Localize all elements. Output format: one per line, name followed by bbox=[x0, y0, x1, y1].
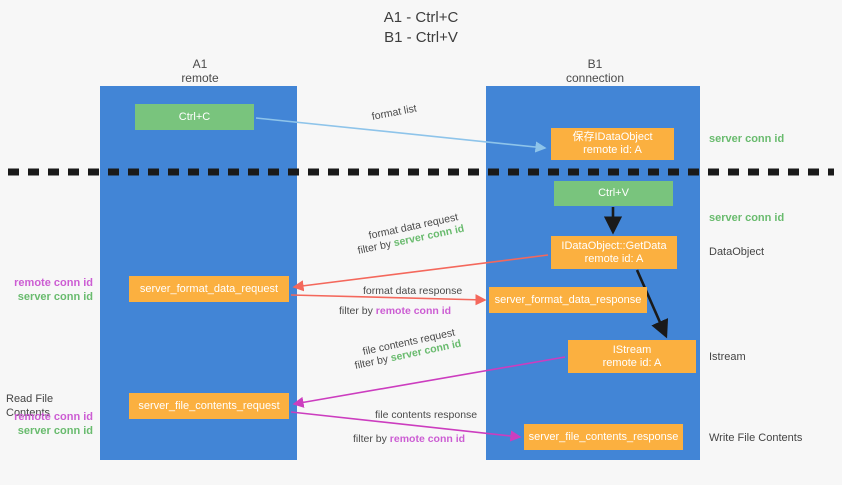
filter-value-4: remote conn id bbox=[389, 433, 466, 445]
label-server-conn-id-lower: server conn id bbox=[17, 425, 93, 437]
lane-title-a1: A1 remote bbox=[110, 57, 290, 85]
box-server-file-contents-response-label: server_file_contents_response bbox=[528, 430, 679, 443]
box-server-format-data-response[interactable]: server_format_data_response bbox=[489, 287, 647, 313]
label-remote-conn-id-upper: remote conn id bbox=[14, 277, 93, 289]
box-server-file-contents-response[interactable]: server_file_contents_response bbox=[524, 424, 683, 450]
label-left-conn-ids-upper: remote conn id server conn id bbox=[8, 276, 93, 304]
arrow-label-file-contents-response: file contents response bbox=[375, 409, 478, 421]
box-getdata-sub: remote id: A bbox=[584, 252, 644, 265]
title-line-1: A1 - Ctrl+C bbox=[383, 9, 459, 26]
filter-prefix-4: filter by bbox=[353, 433, 390, 445]
box-istream[interactable]: IStream remote id: A bbox=[568, 340, 696, 373]
filter-prefix-2: filter by bbox=[339, 305, 376, 317]
label-server-conn-id-upper: server conn id bbox=[17, 291, 93, 303]
filter-prefix-1: filter by bbox=[356, 237, 396, 257]
title-line-2: B1 - Ctrl+V bbox=[384, 29, 458, 46]
box-istream-sub: remote id: A bbox=[602, 356, 662, 369]
label-left-conn-ids-lower: remote conn id server conn id bbox=[8, 410, 93, 438]
box-istream-title: IStream bbox=[612, 343, 652, 356]
lane-b1-name: B1 bbox=[587, 57, 603, 71]
label-read-file-contents: Read File Contents bbox=[6, 393, 54, 419]
lane-title-b1: B1 connection bbox=[500, 57, 690, 85]
box-ctrl-c[interactable]: Ctrl+C bbox=[135, 104, 254, 130]
box-server-format-data-request[interactable]: server_format_data_request bbox=[129, 276, 289, 302]
box-server-file-contents-request[interactable]: server_file_contents_request bbox=[129, 393, 289, 419]
filter-value-2: remote conn id bbox=[375, 305, 452, 317]
box-server-format-data-request-label: server_format_data_request bbox=[139, 282, 279, 295]
arrow-label-format-data-response: format data response bbox=[363, 285, 463, 297]
box-server-file-contents-request-label: server_file_contents_request bbox=[138, 399, 280, 412]
lane-a1-sub: remote bbox=[181, 71, 219, 85]
box-getdata-title: IDataObject::GetData bbox=[561, 239, 667, 252]
label-write-file-contents: Write File Contents bbox=[709, 432, 803, 444]
box-server-format-data-response-label: server_format_data_response bbox=[494, 293, 642, 306]
box-ctrl-v[interactable]: Ctrl+V bbox=[554, 181, 673, 206]
label-remote-conn-id-lower: remote conn id bbox=[14, 411, 93, 423]
lane-a1-name: A1 bbox=[192, 57, 208, 71]
label-server-conn-id-top: server conn id bbox=[709, 133, 785, 145]
box-idataobject-getdata[interactable]: IDataObject::GetData remote id: A bbox=[551, 236, 677, 269]
filter-prefix-3: filter by bbox=[353, 352, 393, 372]
lane-b1-sub: connection bbox=[565, 71, 625, 85]
arrow-label-format-list: format list bbox=[370, 102, 418, 123]
arrow-label-format-data-response-filter: filter by remote conn id bbox=[339, 305, 451, 318]
box-ctrl-c-label: Ctrl+C bbox=[178, 110, 211, 123]
arrow-label-file-contents-response-filter: filter by remote conn id bbox=[353, 433, 465, 446]
page-title: A1 - Ctrl+C B1 - Ctrl+V bbox=[0, 8, 842, 48]
box-idataobject-sub: remote id: A bbox=[583, 144, 642, 156]
label-istream: Istream bbox=[709, 351, 746, 363]
box-idataobject[interactable]: 保存IDataObject remote id: A bbox=[551, 128, 674, 160]
label-dataobject: DataObject bbox=[709, 246, 765, 258]
label-server-conn-id-mid: server conn id bbox=[709, 212, 785, 224]
box-idataobject-title: 保存IDataObject bbox=[572, 131, 653, 143]
box-ctrl-v-label: Ctrl+V bbox=[598, 187, 629, 199]
